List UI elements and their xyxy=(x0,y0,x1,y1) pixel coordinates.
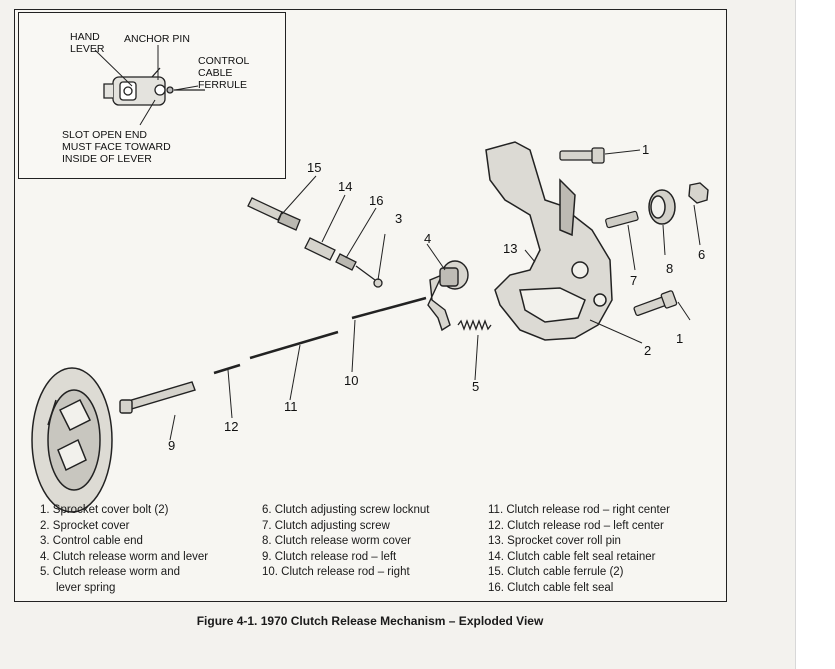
right-scroll-margin xyxy=(795,0,835,669)
part-sprocket-disk xyxy=(31,367,113,513)
callout-2: 2 xyxy=(644,343,651,358)
label-line: LEVER xyxy=(70,43,105,55)
callout-4: 4 xyxy=(424,231,431,246)
leader-lines xyxy=(169,149,701,441)
legend-item: 9. Clutch release rod – left xyxy=(262,550,397,563)
legend-item: 4. Clutch release worm and lever xyxy=(40,550,209,563)
legend-item: 3. Control cable end xyxy=(40,535,143,547)
callout-7: 7 xyxy=(630,273,637,288)
part-clutch-cable-felt-seal-retainer xyxy=(304,237,336,261)
legend-item: 12. Clutch release rod – left center xyxy=(488,519,664,532)
legend-item: 11. Clutch release rod – right center xyxy=(488,504,670,516)
part-sprocket-cover-bolt-bottom xyxy=(633,290,678,317)
legend-item: 5. Clutch release worm and xyxy=(40,566,180,578)
part-clutch-adjusting-screw xyxy=(605,210,639,229)
label-hand-lever: HAND LEVER xyxy=(70,31,105,55)
callout-9: 9 xyxy=(168,438,175,453)
label-line: MUST FACE TOWARD xyxy=(62,141,171,153)
part-clutch-release-rod-right-center xyxy=(249,330,339,360)
legend-item: 16. Clutch cable felt seal xyxy=(488,581,614,594)
legend-column-1: 1. Sprocket cover bolt (2) 2. Sprocket c… xyxy=(40,503,208,596)
callout-6: 6 xyxy=(698,247,705,262)
part-clutch-release-rod-left-center xyxy=(213,363,241,375)
label-line: INSIDE OF LEVER xyxy=(62,153,152,165)
legend-item: 10. Clutch release rod – right xyxy=(262,566,410,578)
legend-column-2: 6. Clutch adjusting screw locknut 7. Clu… xyxy=(262,503,429,581)
callout-10: 10 xyxy=(344,373,358,388)
legend-item: 15. Clutch cable ferrule (2) xyxy=(488,566,624,578)
part-clutch-release-rod-left xyxy=(119,381,196,414)
legend-item: 14. Clutch cable felt seal retainer xyxy=(488,550,656,563)
part-worm-lever-spring xyxy=(457,319,492,331)
inset-lever-drawing xyxy=(103,67,205,106)
part-clutch-release-worm-and-lever xyxy=(427,260,469,332)
figure-caption: Figure 4-1. 1970 Clutch Release Mechanis… xyxy=(196,614,544,628)
part-clutch-release-worm-cover xyxy=(648,189,676,225)
legend-item: 8. Clutch release worm cover xyxy=(262,535,411,547)
part-clutch-release-rod-right xyxy=(351,296,427,320)
part-sprocket-cover xyxy=(485,141,613,341)
part-clutch-adjusting-screw-locknut xyxy=(688,182,709,204)
callout-13: 13 xyxy=(503,241,517,256)
part-sprocket-cover-bolt-top xyxy=(559,147,605,164)
part-clutch-cable-ferrule xyxy=(247,197,301,231)
legend-item: 2. Sprocket cover xyxy=(40,519,130,532)
label-anchor-pin: ANCHOR PIN xyxy=(124,33,190,45)
callout-12: 12 xyxy=(224,419,238,434)
callout-15: 15 xyxy=(307,160,321,175)
part-control-cable-end xyxy=(355,265,383,288)
callout-8: 8 xyxy=(666,261,673,276)
callout-1-bottom: 1 xyxy=(676,331,683,346)
part-clutch-cable-felt-seal xyxy=(335,253,357,271)
label-line: FERRULE xyxy=(198,79,247,91)
callout-11: 11 xyxy=(284,399,298,414)
callout-14: 14 xyxy=(338,179,352,194)
label-line: CABLE xyxy=(198,67,232,79)
legend-item: 6. Clutch adjusting screw locknut xyxy=(262,504,430,516)
callout-3: 3 xyxy=(395,211,402,226)
callout-1-top: 1 xyxy=(642,142,649,157)
callout-16: 16 xyxy=(369,193,383,208)
legend-item: 13. Sprocket cover roll pin xyxy=(488,535,621,547)
legend-item: 7. Clutch adjusting screw xyxy=(262,519,390,532)
legend-item: 1. Sprocket cover bolt (2) xyxy=(40,504,169,516)
callout-numbers: 1 1 2 3 4 5 6 7 8 9 10 11 12 13 14 15 16 xyxy=(168,142,705,453)
legend-item: lever spring xyxy=(40,581,116,594)
legend-column-3: 11. Clutch release rod – right center 12… xyxy=(488,503,670,596)
callout-5: 5 xyxy=(472,379,479,394)
